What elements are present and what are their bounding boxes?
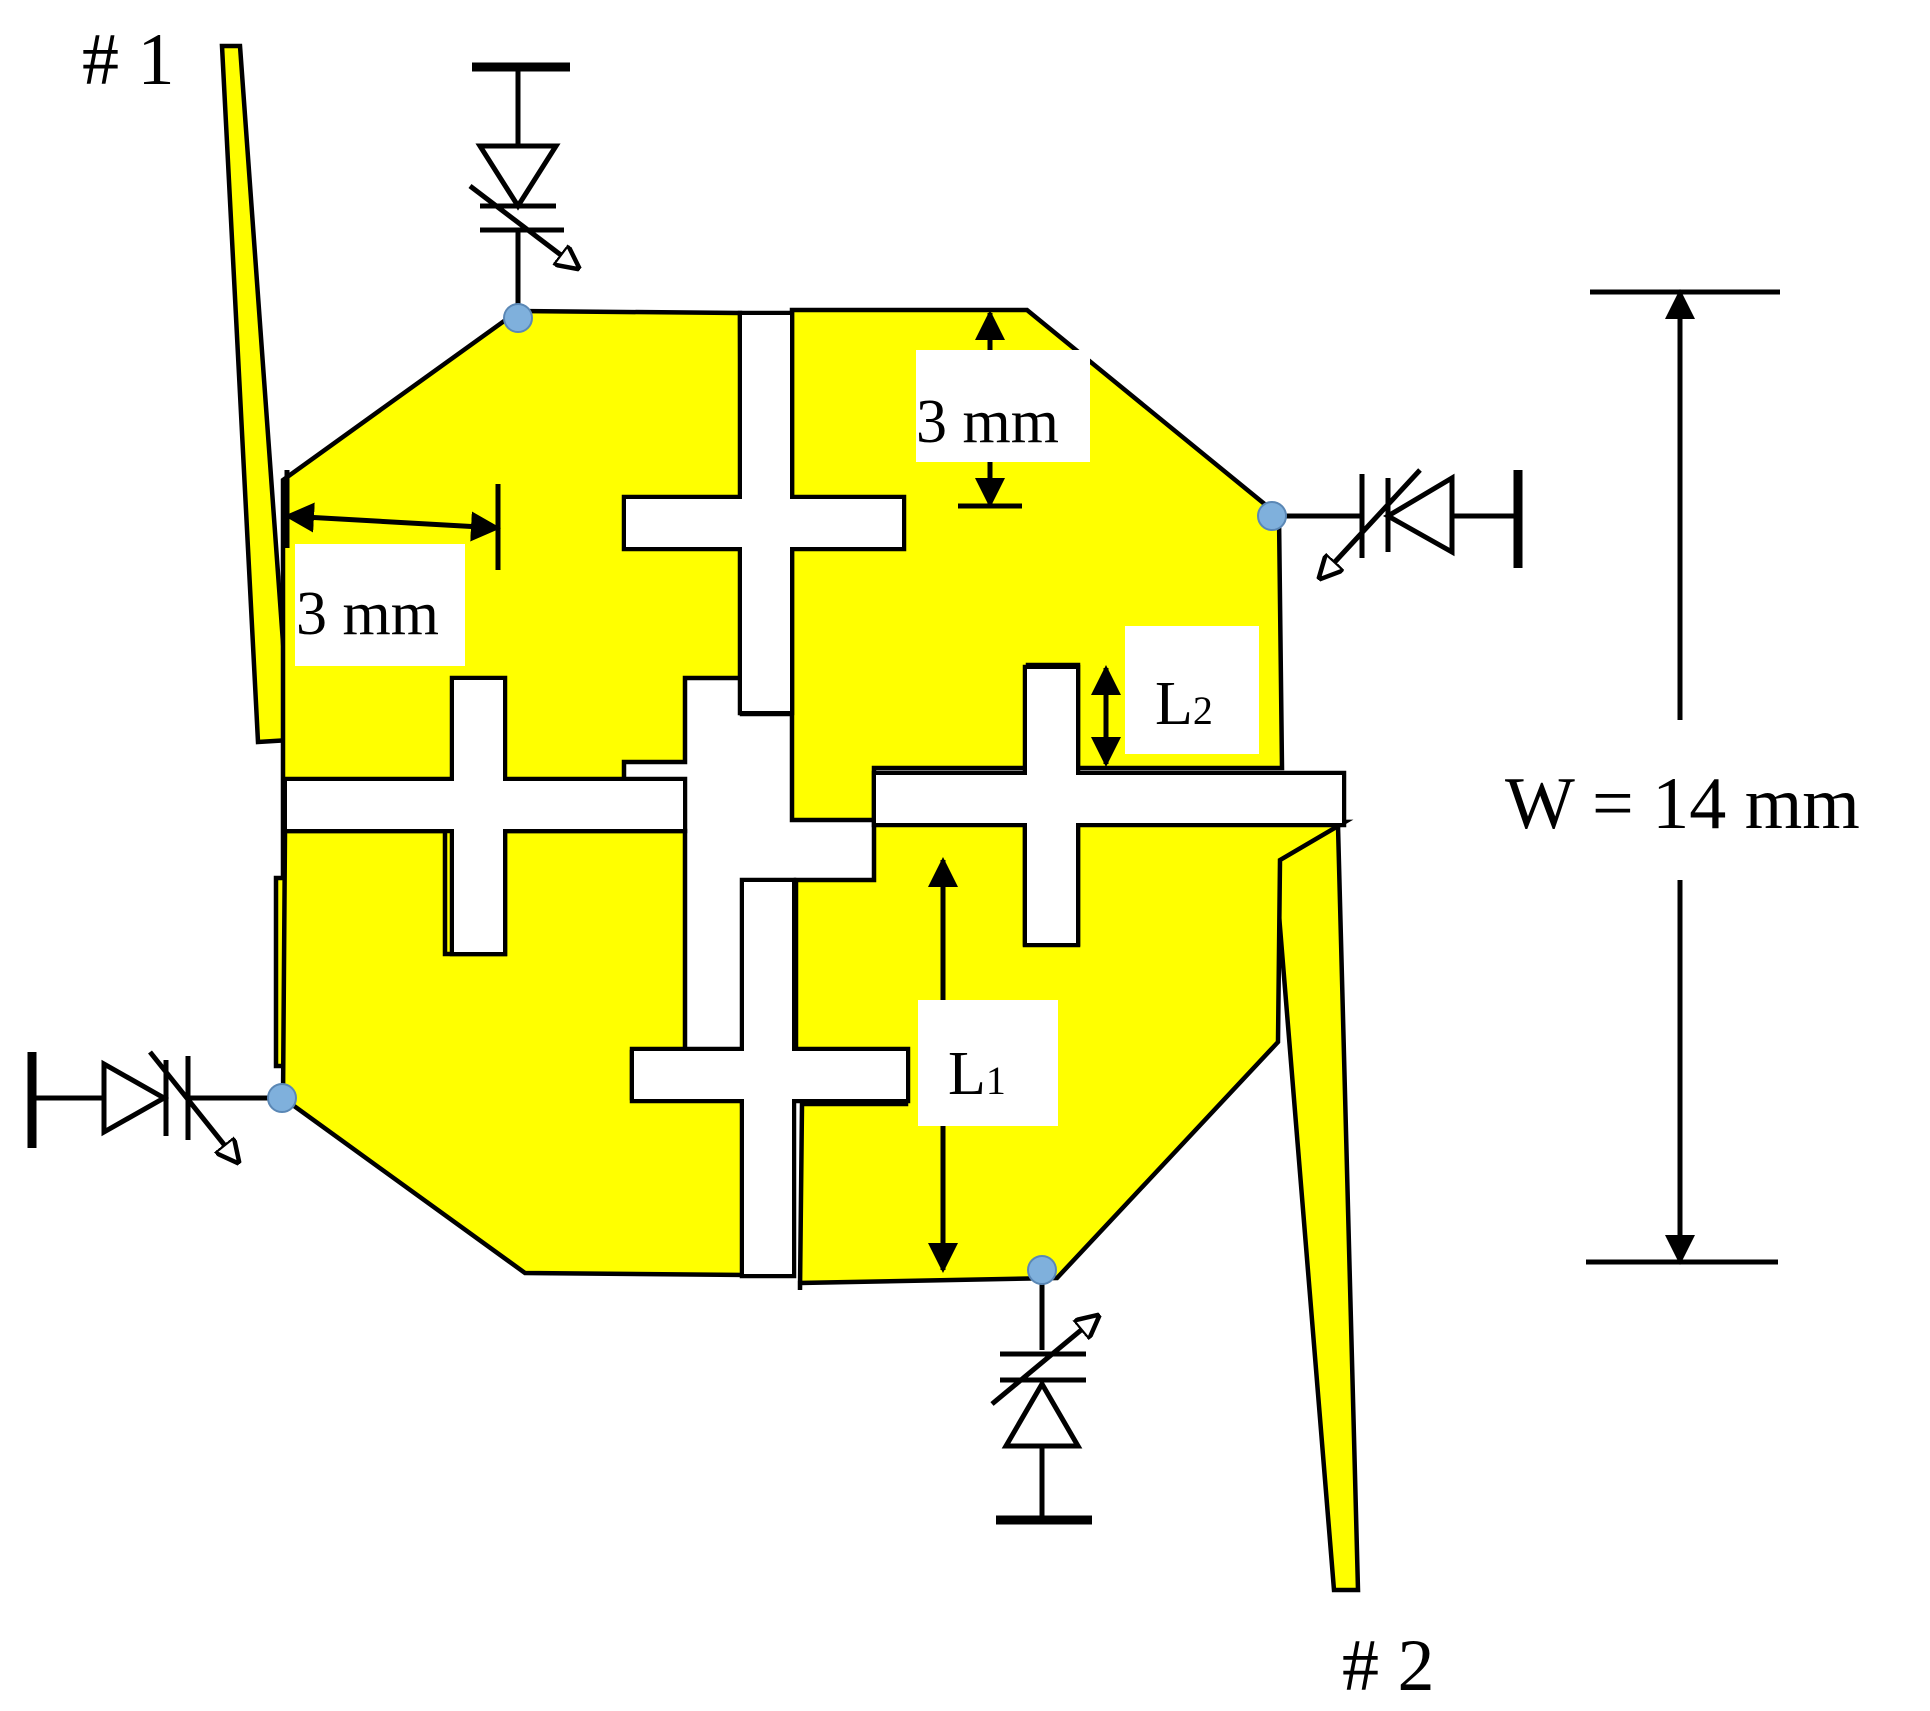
feed-point-right <box>1257 501 1287 531</box>
dimension-3mm-top: 3 mm <box>916 310 1090 509</box>
cross-slot-bottom <box>629 877 911 1279</box>
varactor-diode-right <box>1257 468 1523 578</box>
l2-label: L2 <box>1155 670 1213 738</box>
dimension-width: W = 14 mm <box>1505 289 1860 1265</box>
varactor-diode-bottom <box>990 1255 1098 1525</box>
varactor-diode-left <box>27 1050 297 1162</box>
feed-point-left <box>267 1083 297 1113</box>
cross-slot-left <box>282 675 688 957</box>
dimension-l2: L2 <box>1091 626 1259 767</box>
cross-slot-top <box>621 310 907 716</box>
width-label: W = 14 mm <box>1505 763 1860 845</box>
feed-line-port-1 <box>219 43 293 745</box>
feed-point-top <box>503 303 533 333</box>
dimension-3mm-left: 3 mm <box>284 470 501 666</box>
cross-slot-right <box>871 664 1347 948</box>
port-1-label: # 1 <box>82 19 175 101</box>
feed-line-port-2 <box>1269 823 1361 1593</box>
varactor-diode-top <box>468 62 578 333</box>
dimension-l1: L1 <box>918 857 1058 1273</box>
dimension-label-top: 3 mm <box>916 388 1059 456</box>
l1-label: L1 <box>948 1040 1006 1108</box>
feed-point-bottom <box>1027 1255 1057 1285</box>
dimension-label-left: 3 mm <box>296 580 439 648</box>
port-2-label: # 2 <box>1342 1625 1435 1707</box>
